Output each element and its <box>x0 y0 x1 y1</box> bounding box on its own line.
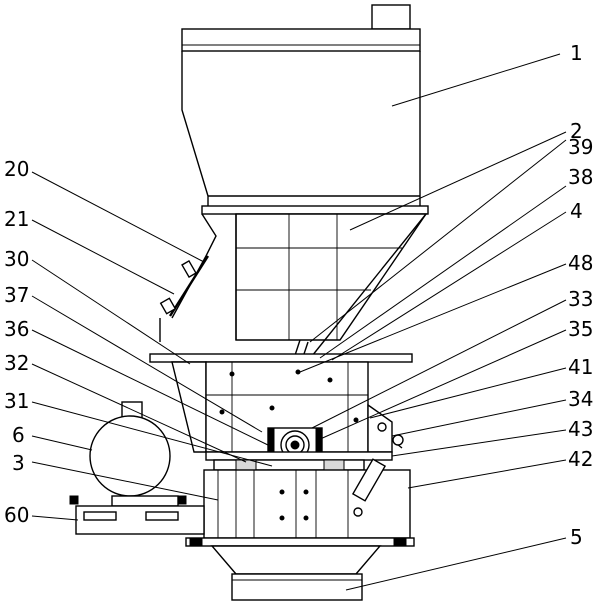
label-4: 4 <box>570 199 583 223</box>
motor-base <box>69 495 205 535</box>
label-2: 2 <box>570 119 583 143</box>
callout-labels: 1 2 39 38 4 48 33 35 41 34 43 42 5 20 21… <box>4 41 593 549</box>
label-1: 1 <box>570 41 583 65</box>
lower-frame <box>203 469 411 539</box>
label-5: 5 <box>570 525 583 549</box>
motor <box>89 401 179 507</box>
label-38: 38 <box>568 165 593 189</box>
lower-hopper <box>171 205 429 357</box>
vent-stub <box>371 4 411 30</box>
label-36: 36 <box>4 317 29 341</box>
label-41: 41 <box>568 355 593 379</box>
leader-lines <box>31 53 567 591</box>
label-20: 20 <box>4 157 29 181</box>
label-6: 6 <box>12 423 25 447</box>
label-48: 48 <box>568 251 593 275</box>
frame-beam <box>205 451 393 471</box>
label-30: 30 <box>4 247 29 271</box>
discharge-outlet <box>210 545 382 601</box>
label-43: 43 <box>568 417 593 441</box>
label-3: 3 <box>12 451 25 475</box>
base-plate <box>185 537 415 547</box>
label-37: 37 <box>4 283 29 307</box>
label-34: 34 <box>568 387 593 411</box>
label-31: 31 <box>4 389 29 413</box>
label-35: 35 <box>568 317 593 341</box>
label-39: 39 <box>568 135 593 159</box>
label-60: 60 <box>4 503 29 527</box>
upper-hopper <box>181 28 421 208</box>
label-42: 42 <box>568 447 593 471</box>
side-hatch <box>159 255 210 342</box>
label-32: 32 <box>4 351 29 375</box>
label-21: 21 <box>4 207 29 231</box>
label-33: 33 <box>568 287 593 311</box>
